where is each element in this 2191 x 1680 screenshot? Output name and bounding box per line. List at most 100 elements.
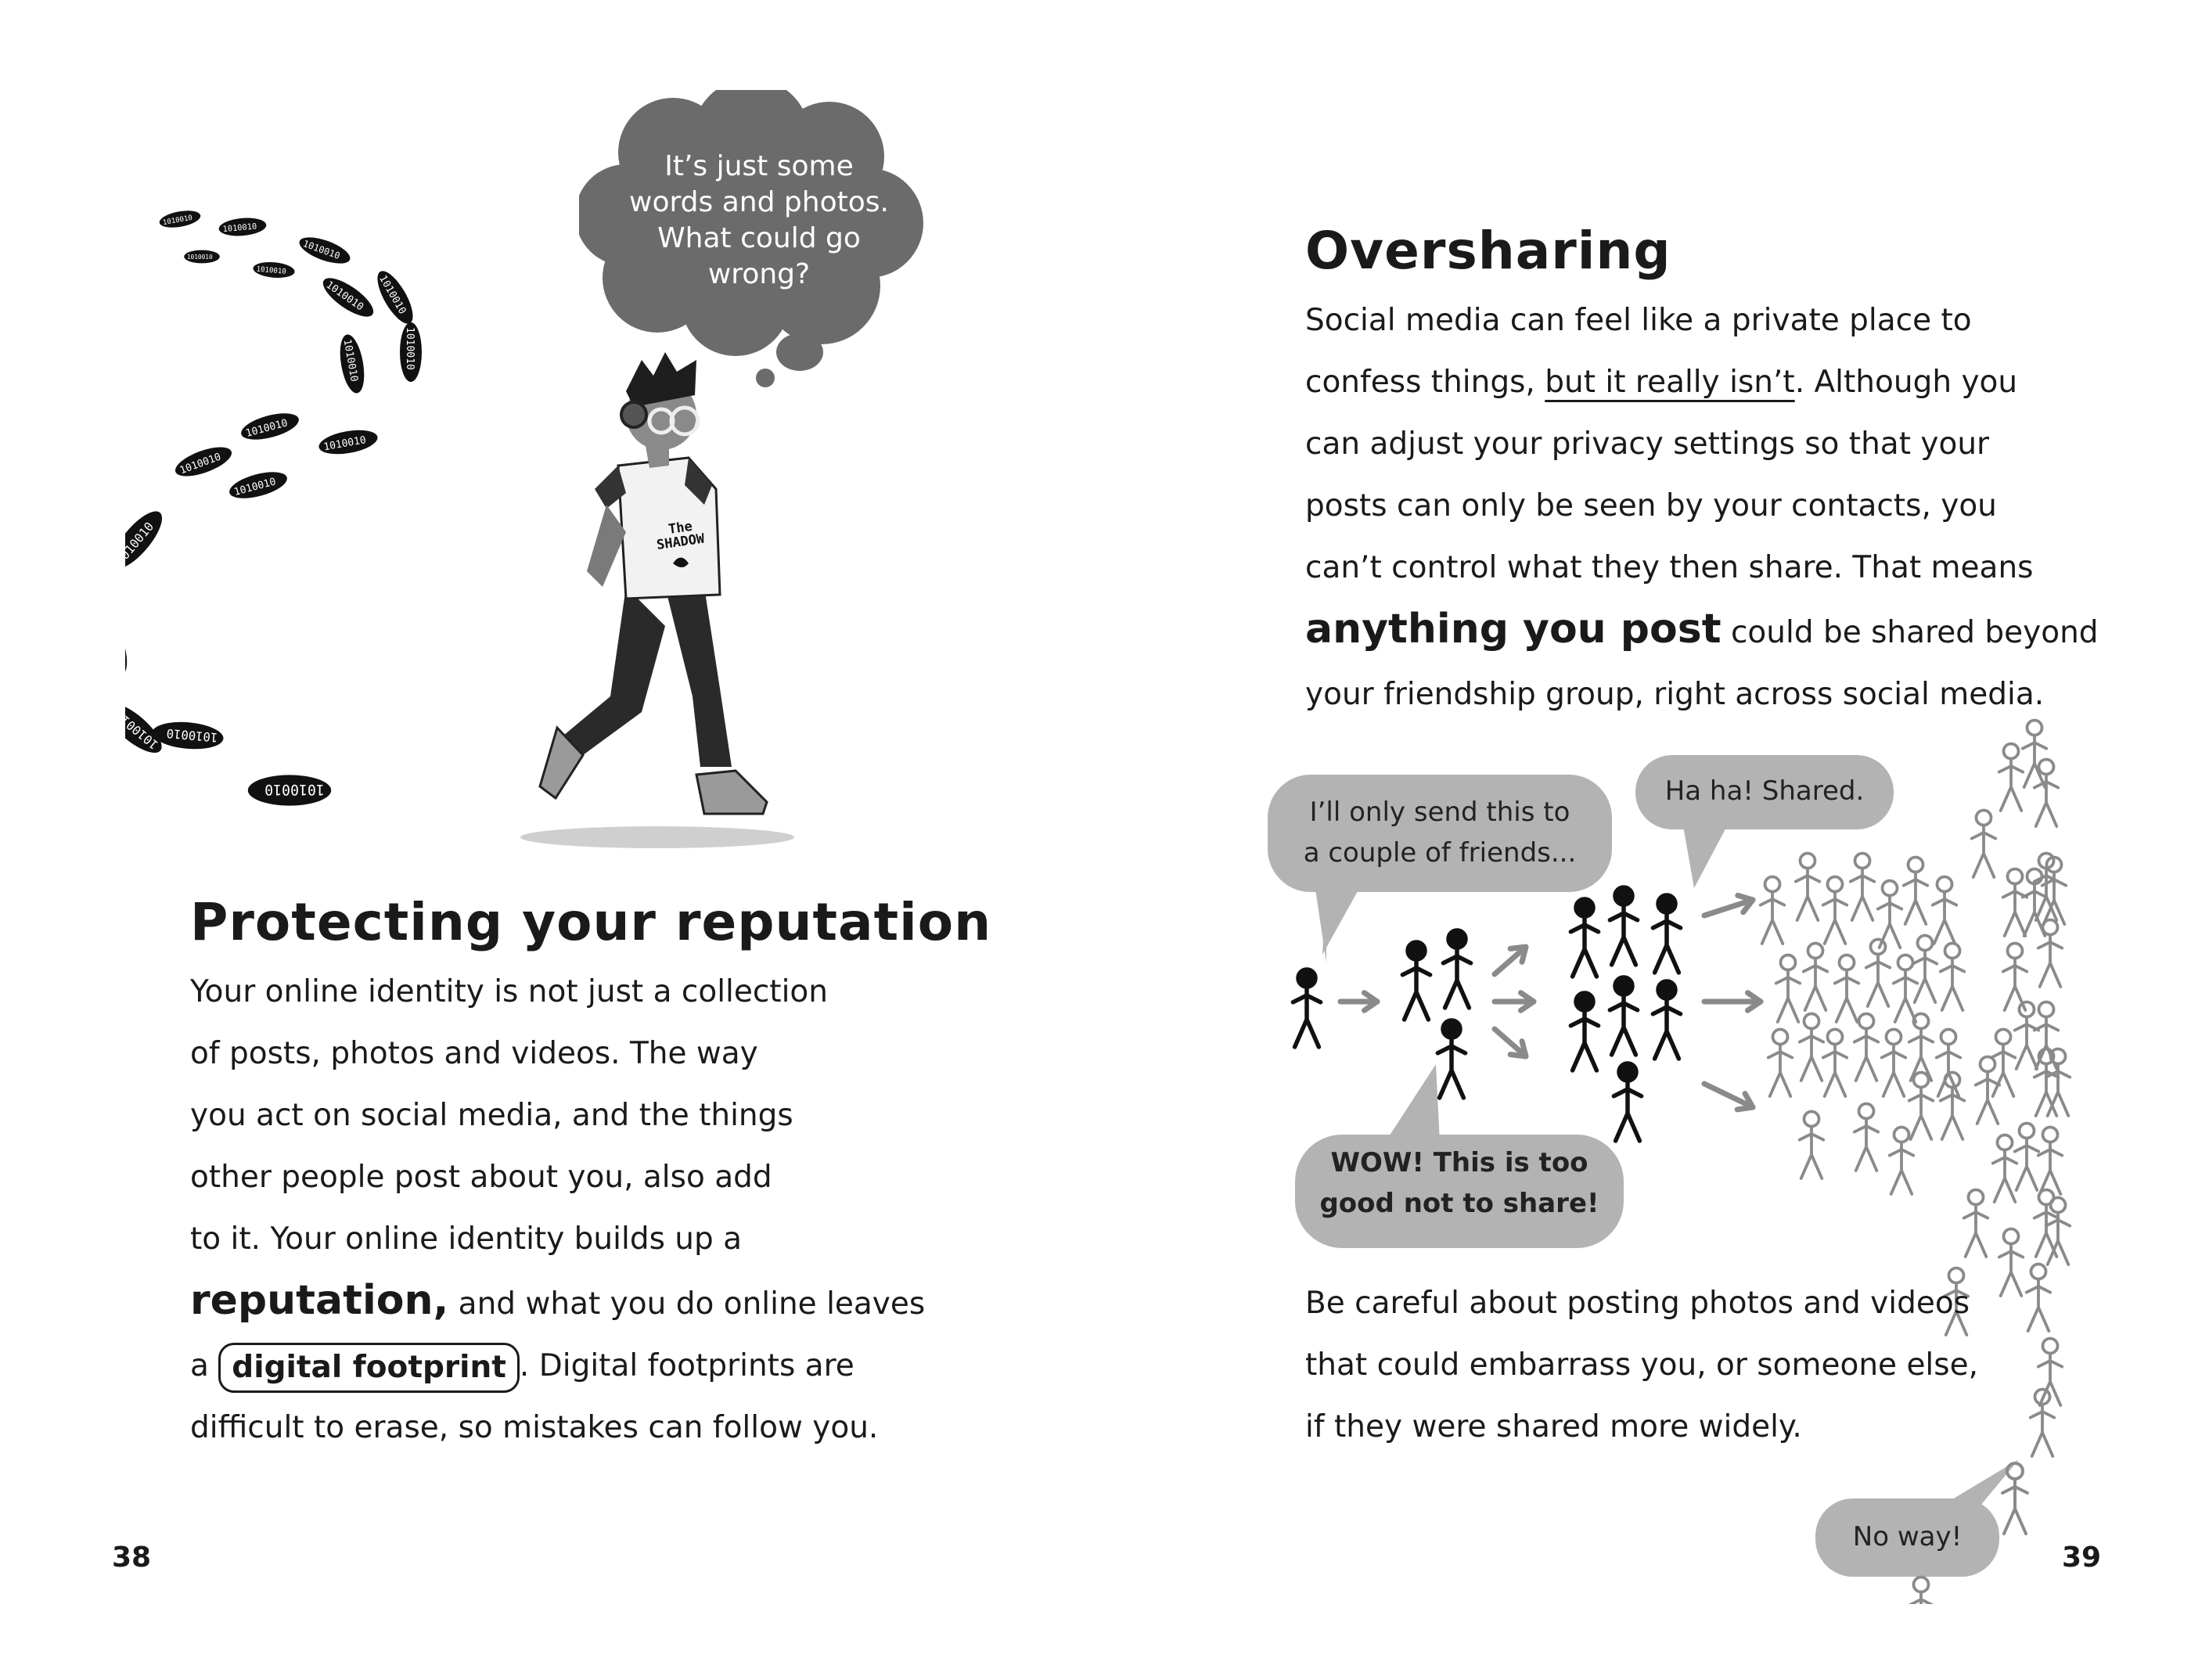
arrow-icon xyxy=(1337,990,1380,1013)
svg-text:1010010: 1010010 xyxy=(222,221,257,234)
body-line: posts can only be seen by your contacts,… xyxy=(1305,488,1997,523)
footprint-icon: 1010010 xyxy=(299,237,351,264)
svg-text:1010010: 1010010 xyxy=(264,781,325,797)
stick-figure-icon xyxy=(1852,1012,1880,1082)
body-line: a digital footprint. Digital footprints … xyxy=(190,1335,925,1397)
thought-line: It’s just some xyxy=(664,150,854,182)
bold-anything-you-post: anything you post xyxy=(1305,606,1722,653)
body-fragment: could be shared beyond xyxy=(1721,615,2099,650)
stick-figure-icon xyxy=(1821,875,1849,945)
footprint-icon: 1010010 xyxy=(241,413,299,440)
body-line: your friendship group, right across soci… xyxy=(1305,677,2045,712)
arrow-icon xyxy=(1491,944,1529,977)
stick-figure-icon xyxy=(1650,893,1683,975)
arrow-icon xyxy=(1491,1026,1529,1059)
footprint-icon: 1010010 xyxy=(340,334,365,394)
svg-text:1010010: 1010010 xyxy=(404,327,416,370)
body-line: if they were shared more widely. xyxy=(1305,1409,1802,1444)
stick-figure-icon xyxy=(1400,940,1433,1022)
boy-illustration: The SHADOW xyxy=(520,352,794,848)
bubble-ha-ha-shared: Ha ha! Shared. xyxy=(1664,775,1865,807)
body-line: reputation, and what you do online leave… xyxy=(190,1270,925,1335)
stick-figure-icon xyxy=(1973,1055,2002,1125)
stick-figure-icon xyxy=(1864,937,1892,1008)
shirt-text-the: The xyxy=(667,519,693,538)
body-fragment: confess things, xyxy=(1305,365,1545,400)
body-line: you act on social media, and the things xyxy=(190,1098,793,1133)
stick-figure-icon xyxy=(1441,928,1473,1010)
arrow-icon xyxy=(1701,1081,1756,1113)
stick-figure-icon xyxy=(1907,1012,1935,1082)
stick-figure-icon xyxy=(1938,941,1966,1012)
bubble-line: a couple of friends... xyxy=(1303,837,1577,869)
stick-figure-icon xyxy=(1568,897,1601,979)
sharing-diagram xyxy=(1268,718,2072,1604)
stick-figure-icon xyxy=(1880,1027,1908,1098)
footprint-icon: 1010010 xyxy=(318,430,378,455)
footprint-icon: 1010010 xyxy=(125,607,128,676)
footprint-icon: 1010010 xyxy=(125,511,163,569)
digital-footprint-box: digital footprint xyxy=(218,1342,520,1393)
footprint-icon: 1010010 xyxy=(247,775,332,806)
body-line: other people post about you, also add xyxy=(190,1160,772,1195)
body-line: anything you post could be shared beyond xyxy=(1305,599,2099,664)
body-line: Be careful about posting photos and vide… xyxy=(1305,1286,1970,1321)
footprint-icon: 1010010 xyxy=(253,261,295,279)
arrow-icon xyxy=(1491,990,1537,1013)
stick-figure-icon xyxy=(1797,1110,1826,1180)
stick-figure-icon xyxy=(1997,1227,2025,1297)
stick-figure-icon xyxy=(1942,1266,1970,1336)
body-fragment: . Although you xyxy=(1794,365,2018,400)
body-line: difficult to erase, so mistakes can foll… xyxy=(190,1410,879,1445)
body-line: that could embarrass you, or someone els… xyxy=(1305,1347,1978,1383)
footprint-icon: 1010010 xyxy=(322,278,374,317)
stick-figure-icon xyxy=(1908,1575,1934,1604)
bubble-line: I’ll only send this to xyxy=(1309,797,1570,828)
footprint-trail: 1010010101001010100101010010101001010100… xyxy=(125,210,422,806)
arrow-icon xyxy=(1701,892,1756,919)
stick-figure-icon xyxy=(1934,1027,1963,1098)
stick-figure-icon xyxy=(1970,808,1998,879)
stick-figure-icon xyxy=(1797,1012,1826,1082)
stick-figure-icon xyxy=(1962,1188,1990,1258)
stick-figure-icon xyxy=(2044,1047,2072,1117)
page-number-left: 38 xyxy=(112,1541,152,1574)
stick-figure-icon xyxy=(1848,851,1876,922)
footprint-icon: 1010010 xyxy=(184,250,220,264)
stick-figure-icon xyxy=(1568,991,1601,1073)
stick-figure-icon xyxy=(1758,875,1786,945)
thought-line: wrong? xyxy=(707,258,811,290)
stick-figure-icon xyxy=(2001,1462,2029,1535)
stick-figure-icon xyxy=(1876,879,1904,949)
footprint-icon: 1010010 xyxy=(218,218,267,236)
body-line: can adjust your privacy settings so that… xyxy=(1305,426,1990,462)
stick-figure-icon xyxy=(1290,967,1323,1049)
stick-figure-icon xyxy=(1891,953,1919,1023)
bubble-no-way: No way! xyxy=(1852,1521,1963,1552)
stick-figure-icon xyxy=(2036,1125,2064,1196)
stick-figure-icon xyxy=(1907,1070,1935,1141)
stick-figure-icon xyxy=(1887,1125,1916,1196)
bubble-line: good not to share! xyxy=(1319,1188,1599,1219)
stick-figure-icon xyxy=(1435,1018,1468,1100)
stick-figure-icon xyxy=(1607,975,1640,1057)
body-fragment: and what you do online leaves xyxy=(448,1286,926,1322)
right-body-text-2: Be careful about posting photos and vide… xyxy=(1305,1272,1978,1458)
stick-figure-icon xyxy=(1801,941,1829,1012)
stick-figure-icon xyxy=(1833,953,1861,1023)
thought-cloud xyxy=(579,90,923,387)
bubble-line: WOW! This is too xyxy=(1330,1147,1588,1178)
underlined-phrase: but it really isn’t xyxy=(1545,365,1795,400)
left-body-text: Your online identity is not just a colle… xyxy=(190,961,925,1459)
stick-figure-icon xyxy=(1650,979,1683,1061)
stick-figure-icon xyxy=(2001,867,2029,937)
stick-figure-icon xyxy=(1997,742,2025,812)
stick-figure-icon xyxy=(2032,1047,2060,1117)
stick-figure-icon xyxy=(2013,1000,2041,1070)
stick-figure-icon xyxy=(1901,855,1930,926)
bubble-wow-too-good: WOW! This is too good not to share! xyxy=(1295,1142,1624,1224)
thought-line: words and photos. xyxy=(629,186,889,218)
stick-figure-icon xyxy=(2032,757,2060,828)
footprint-icon: 1010010 xyxy=(376,271,413,324)
body-fragment: a xyxy=(190,1348,219,1383)
